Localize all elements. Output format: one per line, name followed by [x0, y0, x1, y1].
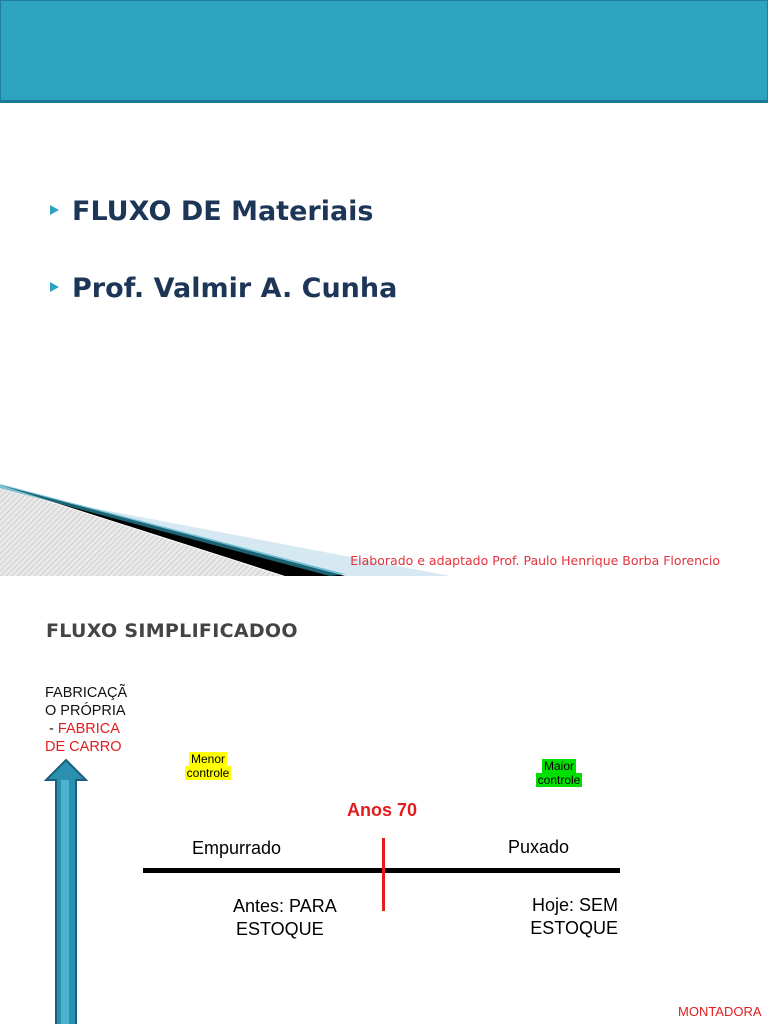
hatch-shape [0, 486, 282, 576]
menor-controle-tag: Menor controle [178, 752, 238, 780]
maior-line-1: Maior [541, 759, 576, 773]
fabricacao-label: FABRICAÇÃ O PRÓPRIA - FABRICA DE CARRO [45, 684, 137, 756]
maior-controle-tag: Maior controle [528, 759, 590, 787]
credit-text: Elaborado e adaptado Prof. Paulo Henriqu… [350, 553, 720, 568]
empurrado-label: Empurrado [192, 838, 282, 858]
antes-line-1: Antes: PARA [233, 896, 337, 916]
montadora-label: MONTADORA [678, 1004, 762, 1019]
fabricacao-dash: - [45, 721, 58, 737]
hoje-label: Hoje: SEM ESTOQUE [523, 894, 618, 940]
bullet-text: FLUXO DE Materiais [72, 196, 374, 227]
menor-line-1: Menor [188, 752, 227, 766]
antes-label: Antes: PARA ESTOQUE [233, 895, 337, 941]
menor-line-2: controle [184, 766, 232, 780]
slide-fluxo: FLUXO SIMPLIFICADOO FABRICAÇÃ O PRÓPRIA … [0, 576, 768, 1024]
bullet-item-2: Prof. Valmir A. Cunha [50, 273, 397, 304]
antes-line-2: ESTOQUE [236, 919, 324, 939]
hoje-line-1: Hoje: SEM [531, 895, 618, 915]
slide-title-text: FLUXO SIMPLIFICADOO [46, 620, 298, 642]
top-banner [0, 0, 768, 103]
bullet-text: Prof. Valmir A. Cunha [72, 273, 398, 304]
up-arrow-icon [44, 758, 88, 1024]
anos-70-label: Anos 70 [346, 800, 418, 820]
hoje-line-2: ESTOQUE [530, 918, 618, 938]
fabricacao-red-1: FABRICA [57, 721, 120, 737]
puxado-label: Puxado [508, 837, 570, 857]
bullet-item-1: FLUXO DE Materiais [50, 196, 374, 227]
timeline-line [143, 868, 620, 873]
slide-title: FLUXO DE Materiais Prof. Valmir A. Cunha… [0, 0, 768, 576]
maior-line-2: controle [535, 773, 583, 787]
fabricacao-red-2: DE CARRO [45, 739, 122, 755]
fabricacao-line-1: FABRICAÇÃ [45, 685, 128, 701]
fabricacao-line-2: O PRÓPRIA [45, 703, 126, 719]
divider-line [382, 838, 385, 911]
teal-edge [0, 484, 345, 576]
bullet-arrow-icon [50, 204, 59, 215]
bullet-arrow-icon [50, 281, 59, 292]
decorative-swoosh [0, 484, 450, 576]
